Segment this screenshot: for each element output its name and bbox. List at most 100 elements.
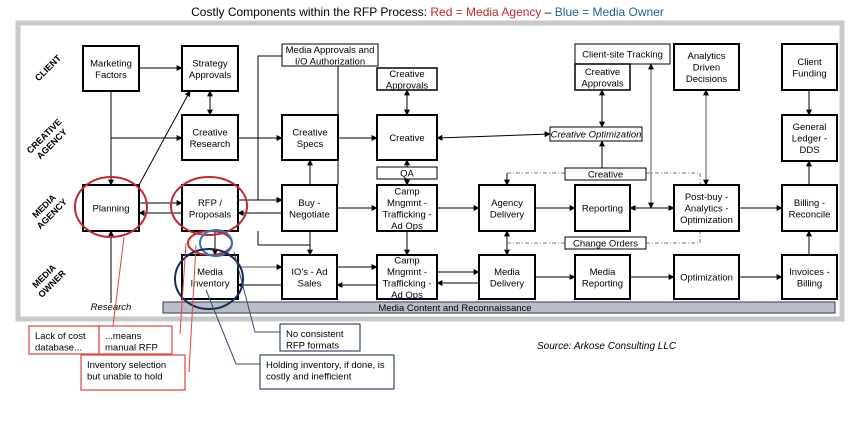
- box-label: Approvals: [581, 78, 623, 89]
- box-planning: Planning: [82, 184, 140, 232]
- box-label: Optimization: [680, 215, 733, 226]
- box-label: Proposals: [189, 209, 231, 220]
- box-frame: [781, 184, 838, 232]
- box-frame: [376, 166, 438, 180]
- highlight-rfp: [170, 176, 248, 236]
- callout-text: but unable to hold: [87, 372, 163, 383]
- box-label: Approvals: [189, 70, 231, 81]
- diagram-title: Costly Components within the RFP Process…: [0, 5, 855, 19]
- box-label: Client-site Tracking: [582, 50, 663, 61]
- callout-text: manual RFP: [105, 343, 158, 354]
- box-label: DDS: [799, 145, 819, 156]
- box-label: Analytics: [687, 51, 725, 62]
- box-label: Creative: [389, 133, 424, 144]
- box-label: Reconcile: [789, 209, 831, 220]
- callout-text: No consistent: [286, 329, 344, 340]
- box-label: Inventory: [190, 278, 229, 289]
- box-frame: [181, 45, 239, 92]
- callout-text: costly and inefficient: [266, 372, 352, 383]
- box-label: General: [793, 122, 827, 133]
- callout-leader: [179, 242, 187, 335]
- box-frame: [281, 114, 339, 161]
- box-label: Specs: [297, 139, 324, 150]
- box-label: Optimization: [680, 273, 733, 284]
- callout-text: Lack of cost: [35, 331, 86, 342]
- box-creative-label: Creative: [564, 167, 647, 181]
- box-frame: [574, 254, 631, 300]
- box-label: Mngmnt -: [387, 267, 427, 278]
- box-label: Analytics -: [685, 204, 729, 215]
- box-frame: [281, 254, 338, 300]
- box-label: Creative: [292, 127, 327, 138]
- title-separator: –: [541, 5, 555, 19]
- media-content-bar-label: Media Content and Reconnaissance: [378, 303, 531, 314]
- box-label: Research: [190, 139, 231, 150]
- box-frame: [82, 45, 140, 92]
- box-frame: [673, 184, 740, 232]
- box-frame: [564, 167, 647, 181]
- box-frame: [281, 184, 338, 232]
- connector-arrow: [436, 131, 551, 141]
- box-label: Sales: [298, 278, 322, 289]
- research-label: Research: [91, 302, 132, 313]
- callout-text: Inventory selection: [87, 360, 166, 371]
- box-label: Driven: [693, 63, 720, 74]
- box-label: Media: [197, 267, 224, 278]
- box-rfp-proposals: RFP /Proposals: [181, 184, 239, 232]
- box-label: Media: [590, 267, 617, 278]
- callout-leader: [233, 251, 280, 333]
- box-reporting: Reporting: [574, 184, 631, 232]
- callout-text: ...means: [105, 331, 142, 342]
- box-frame: [574, 184, 631, 232]
- box-creative-optimization: Creative Optimization: [549, 126, 643, 142]
- title-blue-legend: Blue = Media Owner: [554, 5, 664, 19]
- media-content-bar: Media Content and Reconnaissance: [162, 301, 836, 314]
- box-label: Billing: [797, 278, 822, 289]
- box-label: Client: [797, 57, 822, 68]
- box-frame: [564, 236, 647, 250]
- box-frame: [82, 184, 140, 232]
- callout-box: [279, 323, 361, 352]
- box-label: Ledger -: [792, 134, 827, 145]
- box-label: Camp: [394, 186, 419, 197]
- box-label: Trafficking -: [382, 278, 431, 289]
- callout-box: [28, 325, 100, 355]
- box-optimization: Optimization: [673, 254, 740, 300]
- box-label: Creative: [585, 67, 620, 78]
- connectors: [108, 55, 812, 303]
- box-label: Buy -: [298, 198, 320, 209]
- box-frame: [781, 114, 838, 162]
- callout-box: [80, 354, 186, 391]
- box-label: Funding: [792, 68, 826, 79]
- box-frame: [376, 254, 438, 300]
- box-label: Invoices -: [789, 267, 830, 278]
- callout-text: database...: [35, 343, 82, 354]
- box-billing-reconcile: Billing -Reconcile: [781, 184, 838, 232]
- box-label: Marketing: [90, 58, 132, 69]
- source-credit: Source: Arkose Consulting LLC: [537, 341, 677, 352]
- box-label: Approvals: [386, 80, 428, 91]
- callout-lack-of-cost: Lack of costdatabase...: [28, 236, 125, 355]
- box-label: Media Approvals and: [286, 45, 375, 56]
- box-frame: [781, 43, 838, 91]
- connector-arrow: [138, 90, 191, 186]
- highlight-media-inventory: [174, 248, 244, 310]
- box-label: Trafficking -: [382, 209, 431, 220]
- box-label: IO's - Ad: [291, 267, 327, 278]
- box-frame: [549, 126, 643, 142]
